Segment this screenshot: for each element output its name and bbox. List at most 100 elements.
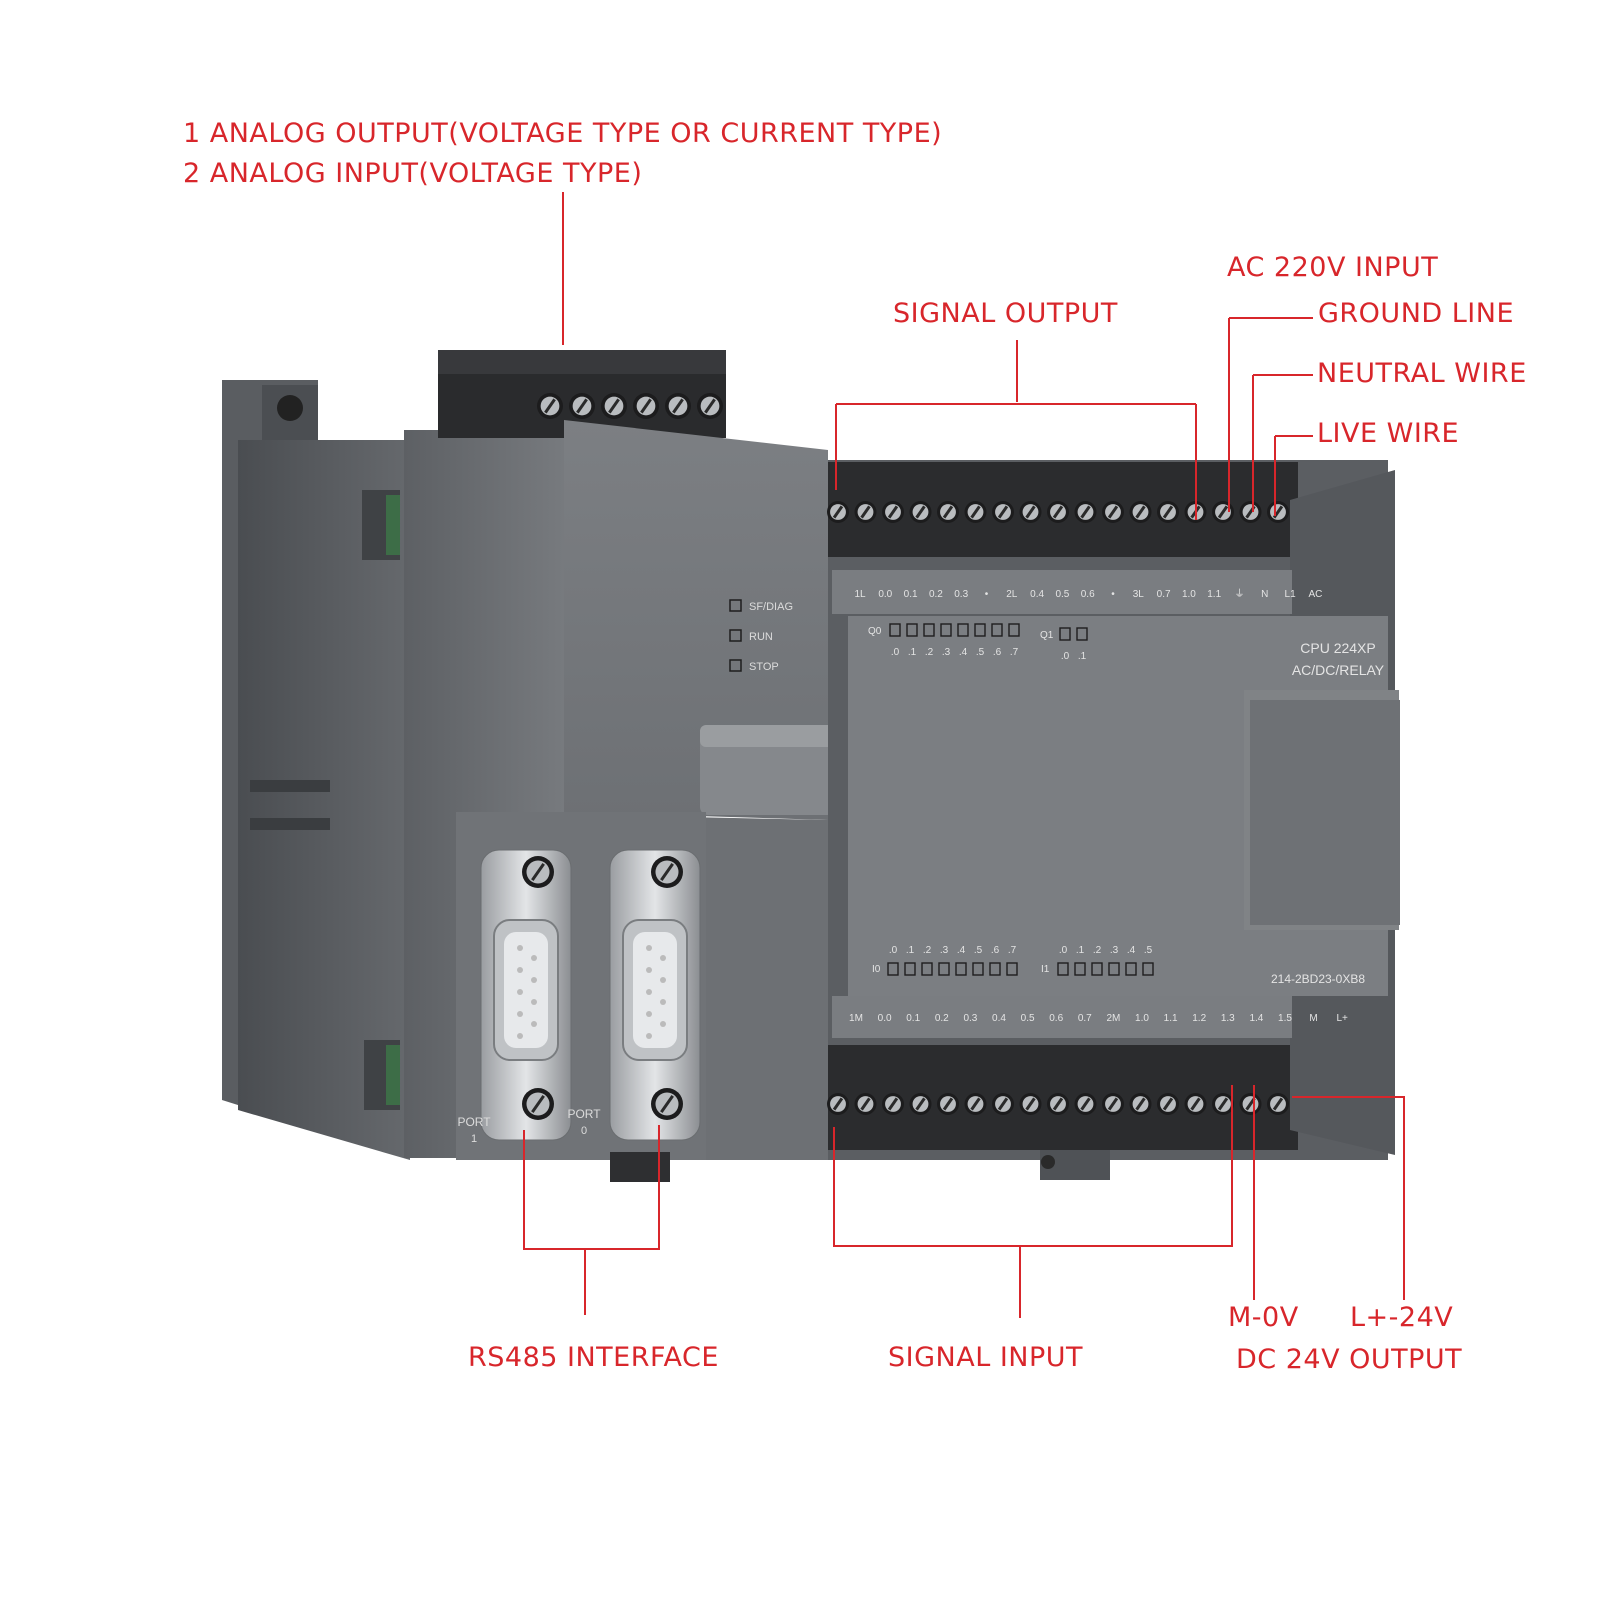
top-terminal-screw	[1157, 501, 1179, 523]
analog-callout-line2: 2 ANALOG INPUT(VOLTAGE TYPE)	[183, 158, 643, 189]
bottom-terminal-screw	[854, 1093, 877, 1115]
bottom-terminal-screw	[1047, 1093, 1069, 1115]
top-terminal-screw	[1102, 501, 1124, 523]
top-terminal-screw	[1047, 501, 1069, 523]
q0-led-label: .1	[908, 647, 917, 658]
rs485-callout: RS485 INTERFACE	[468, 1342, 719, 1373]
i0-led-label: .2	[923, 945, 932, 956]
port1-db9-connector	[480, 849, 572, 1141]
neutral-leader	[1252, 374, 1313, 512]
q0-led	[1008, 623, 1020, 637]
q0-led	[974, 623, 986, 637]
top-strip-label: 2L	[1006, 589, 1018, 600]
q0-led	[906, 623, 918, 637]
top-terminal-screw	[964, 501, 987, 523]
live-leader	[1274, 435, 1313, 516]
db9-standoff	[522, 856, 554, 888]
live-wire-callout: LIVE WIRE	[1317, 418, 1460, 449]
i0-led-label: .1	[906, 945, 915, 956]
top-strip-label: 1.0	[1182, 589, 1196, 600]
q1-led	[1059, 627, 1071, 641]
top-strip-label: 0.5	[1055, 589, 1069, 600]
signal-output-callout: SIGNAL OUTPUT	[893, 298, 1118, 329]
q0-led-label: .2	[925, 647, 934, 658]
top-terminal-screw	[1239, 501, 1262, 523]
model-line1: CPU 224XP	[1300, 640, 1375, 656]
status-led	[729, 629, 742, 642]
q1-led-label: .0	[1061, 651, 1070, 662]
q0-led	[889, 623, 901, 637]
top-terminal-screw	[1129, 501, 1152, 523]
q1-led	[1076, 627, 1088, 641]
i0-label: I0	[872, 964, 881, 975]
left-side-housing	[222, 380, 564, 1160]
neutral-wire-callout: NEUTRAL WIRE	[1317, 358, 1527, 389]
analog-terminal-screw	[665, 393, 691, 419]
bottom-terminal-screw	[909, 1093, 932, 1115]
top-strip-label: 0.4	[1030, 589, 1044, 600]
bottom-strip-label: 0.7	[1078, 1013, 1092, 1024]
bottom-strip-label: M	[1309, 1013, 1317, 1024]
q0-led-label: .6	[993, 647, 1002, 658]
main-body	[610, 460, 1400, 1182]
i1-led	[1108, 962, 1120, 976]
top-strip-label: •	[1111, 589, 1115, 600]
top-strip-label: 0.7	[1157, 589, 1171, 600]
bottom-strip-label: 1.5	[1278, 1013, 1292, 1024]
i1-led	[1057, 962, 1069, 976]
top-terminal-screw	[882, 501, 904, 523]
i1-led-label: .1	[1076, 945, 1085, 956]
part-number: 214-2BD23-0XB8	[1271, 972, 1365, 986]
ground-line-callout: GROUND LINE	[1318, 298, 1515, 329]
top-terminal-screw	[1074, 501, 1097, 523]
l-24v-leader	[1292, 1096, 1405, 1300]
i1-led	[1091, 962, 1103, 976]
bottom-terminal-screw	[992, 1093, 1014, 1115]
port0-label: PORT	[567, 1107, 601, 1121]
top-terminal-screw	[992, 501, 1014, 523]
analog-terminal-screw	[633, 393, 659, 419]
bottom-strip-label: 0.6	[1049, 1013, 1063, 1024]
i0-led	[887, 962, 899, 976]
port0-number: 0	[581, 1125, 587, 1137]
i1-led	[1125, 962, 1137, 976]
i1-led-label: .5	[1144, 945, 1153, 956]
q0-label: Q0	[868, 626, 882, 637]
top-strip-label: L1	[1285, 589, 1297, 600]
q0-led-label: .5	[976, 647, 985, 658]
bottom-terminal-screw	[937, 1093, 959, 1115]
bottom-terminal-screw	[1157, 1093, 1179, 1115]
top-terminal-screw	[1267, 501, 1289, 523]
signal-output-leader	[835, 340, 1197, 520]
top-terminal-screw	[937, 501, 959, 523]
top-strip-label: N	[1261, 589, 1268, 600]
top-strip-label: •	[985, 589, 989, 600]
q1-led-label: .1	[1078, 651, 1087, 662]
q0-led	[991, 623, 1003, 637]
q0-led-label: .0	[891, 647, 900, 658]
analog-terminal-screw	[697, 393, 723, 419]
dc-24v-output-callout: DC 24V OUTPUT	[1236, 1344, 1463, 1375]
bottom-strip-label: 0.0	[878, 1013, 892, 1024]
top-strip-label: 0.2	[929, 589, 943, 600]
analog-callout-line1: 1 ANALOG OUTPUT(VOLTAGE TYPE OR CURRENT …	[183, 118, 943, 149]
bottom-strip-label: 1.3	[1221, 1013, 1235, 1024]
status-led	[729, 659, 742, 672]
top-terminal-screw	[827, 501, 849, 523]
i0-led-label: .4	[957, 945, 966, 956]
status-led-label: SF/DIAG	[749, 601, 793, 613]
l-24v-callout: L+-24V	[1350, 1302, 1454, 1333]
bottom-strip-label: 1.2	[1192, 1013, 1206, 1024]
bottom-strip-label: 0.5	[1021, 1013, 1035, 1024]
q0-led-label: .7	[1010, 647, 1019, 658]
top-strip-label: ⏚	[1235, 588, 1245, 600]
bottom-strip-label: 1.4	[1249, 1013, 1263, 1024]
bottom-strip-label: L+	[1336, 1013, 1348, 1024]
bottom-strip-label: 1.0	[1135, 1013, 1149, 1024]
top-strip-label: 0.1	[904, 589, 918, 600]
bottom-terminal-screw	[1129, 1093, 1152, 1115]
bottom-strip-label: 0.3	[963, 1013, 977, 1024]
signal-input-callout: SIGNAL INPUT	[888, 1342, 1084, 1373]
model-line2: AC/DC/RELAY	[1292, 662, 1385, 678]
